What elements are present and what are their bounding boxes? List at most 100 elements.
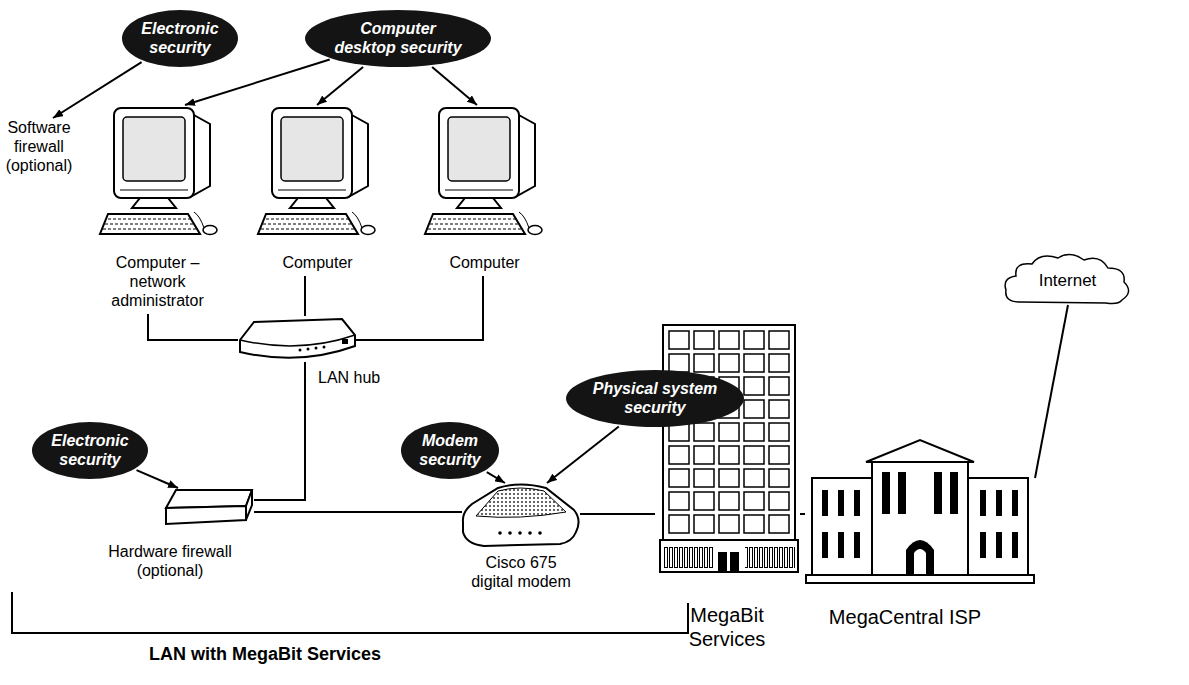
label-text: Computer desktop security xyxy=(331,19,465,57)
node-label: Modem security xyxy=(417,431,483,469)
group-bracket xyxy=(12,592,688,633)
network-link xyxy=(800,513,805,515)
node-label: Software firewall (optional) xyxy=(3,118,75,175)
computer-icon xyxy=(258,108,375,235)
arch-door xyxy=(906,540,934,575)
office-building xyxy=(660,325,798,572)
window xyxy=(1012,490,1018,516)
label-text: Electronic security xyxy=(50,431,130,469)
computer-icon xyxy=(425,108,542,235)
isp-building xyxy=(806,440,1034,583)
device-node: Computer – network administrator xyxy=(95,105,220,314)
ellipse-shape xyxy=(121,9,239,68)
led xyxy=(508,531,512,535)
callout-arrow xyxy=(547,427,619,484)
label-text: Hardware firewall (optional) xyxy=(105,542,235,580)
callout-arrow xyxy=(487,472,505,483)
center-block xyxy=(872,462,968,576)
cloud-outline xyxy=(1005,254,1128,303)
callout-arrow xyxy=(137,470,179,488)
security-ellipse: Electronic security xyxy=(121,9,239,68)
network-link xyxy=(254,511,462,513)
network-link xyxy=(580,513,655,515)
windows xyxy=(668,330,792,537)
firewall-front xyxy=(166,506,246,524)
tower xyxy=(663,325,795,540)
node-label: LAN hub xyxy=(318,368,398,387)
window xyxy=(854,490,860,516)
node-label: Cisco 675 digital modem xyxy=(469,553,573,591)
window xyxy=(980,532,986,558)
label-text: Electronic security xyxy=(140,19,220,57)
label-text: Modem security xyxy=(417,431,483,469)
security-ellipse: Computer desktop security xyxy=(304,9,492,68)
modem-icon xyxy=(463,485,579,547)
text-node: Software firewall (optional) xyxy=(3,118,75,177)
ellipse-fill xyxy=(32,422,148,479)
firewall-side xyxy=(246,490,252,520)
column xyxy=(898,472,906,514)
window xyxy=(838,532,844,558)
node-label: Computer desktop security xyxy=(331,19,465,57)
node-label: Physical system security xyxy=(591,379,719,417)
led xyxy=(518,531,522,535)
door xyxy=(730,552,739,572)
label-text: LAN hub xyxy=(318,368,398,387)
label-text: MegaBit Services xyxy=(677,603,777,651)
label-text: Computer xyxy=(263,253,373,272)
device-node: LAN hub xyxy=(238,316,356,362)
node-label: Computer – network administrator xyxy=(103,253,213,310)
window xyxy=(838,490,844,516)
hub-icon xyxy=(240,319,355,358)
door-inner xyxy=(914,549,926,575)
device-node: Hardware firewall (optional) xyxy=(100,488,254,584)
label-text: Internet xyxy=(1039,271,1097,291)
label-text: Computer – network administrator xyxy=(103,253,213,310)
group-label: LAN with MegaBit Services xyxy=(100,643,430,665)
node-label: Computer xyxy=(263,253,373,272)
led xyxy=(528,531,532,535)
ellipse-shape xyxy=(400,421,500,480)
security-ellipse: Modem security xyxy=(400,421,500,480)
led xyxy=(299,349,302,352)
device-node: Computer xyxy=(422,105,547,276)
column xyxy=(934,472,942,514)
led xyxy=(498,531,502,535)
security-ellipse: Physical system security xyxy=(565,369,745,428)
callout-arrow xyxy=(53,62,142,118)
led xyxy=(315,347,318,350)
pediment xyxy=(866,440,974,462)
node-label: MegaBit Services xyxy=(677,603,777,651)
node-label: Electronic security xyxy=(50,431,130,469)
steps xyxy=(806,575,1034,583)
column xyxy=(882,472,890,514)
label-text: Cisco 675 digital modem xyxy=(469,553,573,591)
label-text: Physical system security xyxy=(591,379,719,417)
callout-arrow xyxy=(432,67,477,105)
modem-grille xyxy=(476,488,566,517)
modem-body xyxy=(463,485,579,547)
led xyxy=(538,531,542,535)
ellipse-shape xyxy=(304,9,492,68)
window xyxy=(822,490,828,516)
ellipse-shape xyxy=(31,421,149,480)
callout-arrow xyxy=(185,60,330,106)
window xyxy=(980,490,986,516)
window xyxy=(1012,532,1018,558)
cloud-node: Internet xyxy=(1000,250,1135,305)
node-label: Electronic security xyxy=(140,19,220,57)
callout-arrow xyxy=(317,67,363,105)
label-text: Computer xyxy=(430,253,540,272)
ellipse-fill xyxy=(401,422,499,479)
window xyxy=(996,532,1002,558)
door xyxy=(718,552,727,572)
slats xyxy=(745,547,795,568)
hub-edge xyxy=(240,335,355,346)
device-node: MegaCentral ISP xyxy=(805,440,1035,633)
device-node: Computer xyxy=(255,105,380,276)
node-label: MegaCentral ISP xyxy=(805,605,1005,629)
led xyxy=(323,346,326,349)
network-link xyxy=(356,276,483,340)
